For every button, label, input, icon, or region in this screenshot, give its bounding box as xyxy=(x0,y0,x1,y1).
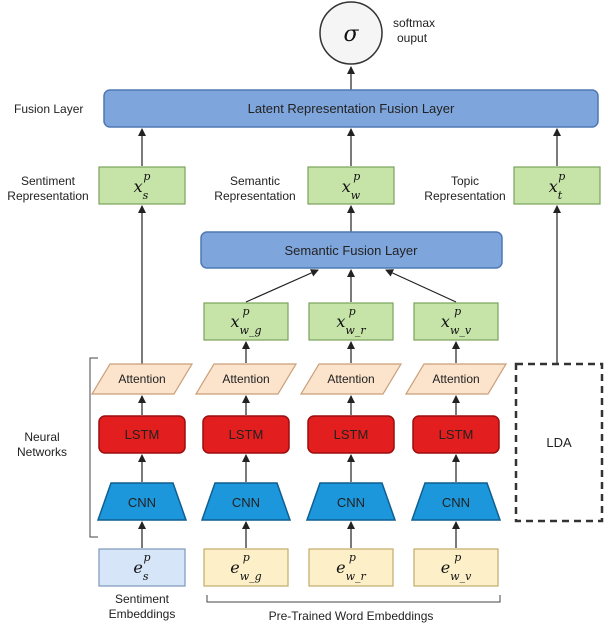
cnn-box-sentiment xyxy=(96,482,188,521)
xwr-box xyxy=(308,302,394,341)
cnn-label-wv: CNN xyxy=(442,495,470,510)
cnn-label-sentiment: CNN xyxy=(128,495,156,510)
cnn-label-wg: CNN xyxy=(232,495,260,510)
attention-label-wr: Attention xyxy=(327,372,374,386)
cnn-box-wg xyxy=(200,482,292,521)
pretrained-embeddings-label: Pre-Trained Word Embeddings xyxy=(269,609,434,623)
attention-box-sentiment xyxy=(90,363,194,395)
semantic-rep-box xyxy=(307,166,395,205)
sentiment-rep-label-line1: Sentiment xyxy=(21,174,76,188)
ewv-box xyxy=(413,548,499,587)
lstm-box-sentiment xyxy=(98,415,186,454)
lstm-box-wr xyxy=(307,415,395,454)
topic-rep-label-line2: Representation xyxy=(424,189,505,203)
xwg-box xyxy=(203,302,289,341)
softmax-node xyxy=(319,1,383,65)
lstm-label-wv: LSTM xyxy=(439,427,474,442)
fusion-layer-side-label: Fusion Layer xyxy=(14,102,83,116)
topic-rep-label-line1: Topic xyxy=(451,174,479,188)
cnn-box-wr xyxy=(305,482,397,521)
xwv-math: xw_vp xyxy=(441,305,472,337)
arrow-xwv-to-semfusion xyxy=(385,269,457,303)
xwv-box xyxy=(413,302,499,341)
sentiment-embedding-label-line1: Sentiment xyxy=(115,592,170,606)
xwr-math: xw_rp xyxy=(336,305,366,337)
topic-rep-box xyxy=(513,166,601,205)
neural-networks-bracket xyxy=(89,357,98,538)
attention-box-wr xyxy=(299,363,403,395)
attention-label-sentiment: Attention xyxy=(118,372,165,386)
semantic-rep-label-line1: Semantic xyxy=(230,174,280,188)
sentiment-embedding-math: esp xyxy=(133,551,150,583)
cnn-box-wv xyxy=(410,482,502,521)
lstm-label-wr: LSTM xyxy=(334,427,369,442)
lda-box xyxy=(514,362,604,523)
lstm-label-sentiment: LSTM xyxy=(125,427,160,442)
neural-networks-label-line2: Networks xyxy=(17,445,67,459)
ewr-box xyxy=(308,548,394,587)
ewr-math: ew_rp xyxy=(336,551,366,583)
lda-label: LDA xyxy=(546,435,572,450)
lstm-box-wv xyxy=(412,415,500,454)
sentiment-rep-label-line2: Representation xyxy=(7,189,88,203)
pretrained-bracket xyxy=(206,595,501,603)
attention-box-wv xyxy=(404,363,508,395)
lstm-box-wg xyxy=(202,415,290,454)
softmax-label-line1: softmax xyxy=(393,16,435,30)
sentiment-embedding-label-line2: Embeddings xyxy=(109,607,176,621)
connectors xyxy=(89,66,561,603)
semantic-rep-label-line2: Representation xyxy=(214,189,295,203)
sentiment-embedding-box xyxy=(98,548,186,587)
neural-networks-label-line1: Neural xyxy=(24,430,59,444)
latent-fusion-layer xyxy=(103,89,599,128)
attention-label-wv: Attention xyxy=(432,372,479,386)
arrow-xwg-to-semfusion xyxy=(245,269,319,303)
semantic-rep-math: xwp xyxy=(342,170,361,202)
ewg-math: ew_gp xyxy=(230,551,261,583)
topic-rep-math: xtp xyxy=(549,170,566,202)
ewg-box xyxy=(203,548,289,587)
softmax-label-line2: ouput xyxy=(397,31,428,45)
sentiment-rep-math: xsp xyxy=(134,170,151,202)
ewv-math: ew_vp xyxy=(441,551,472,583)
semantic-fusion-layer-title: Semantic Fusion Layer xyxy=(285,243,419,258)
cnn-label-wr: CNN xyxy=(337,495,365,510)
sentiment-rep-box xyxy=(98,166,186,205)
latent-fusion-layer-title: Latent Representation Fusion Layer xyxy=(248,101,455,116)
semantic-fusion-layer xyxy=(200,231,503,269)
xwg-math: xw_gp xyxy=(231,305,262,337)
attention-box-wg xyxy=(194,363,298,395)
softmax-symbol: σ xyxy=(343,22,359,47)
attention-label-wg: Attention xyxy=(222,372,269,386)
lstm-label-wg: LSTM xyxy=(229,427,264,442)
